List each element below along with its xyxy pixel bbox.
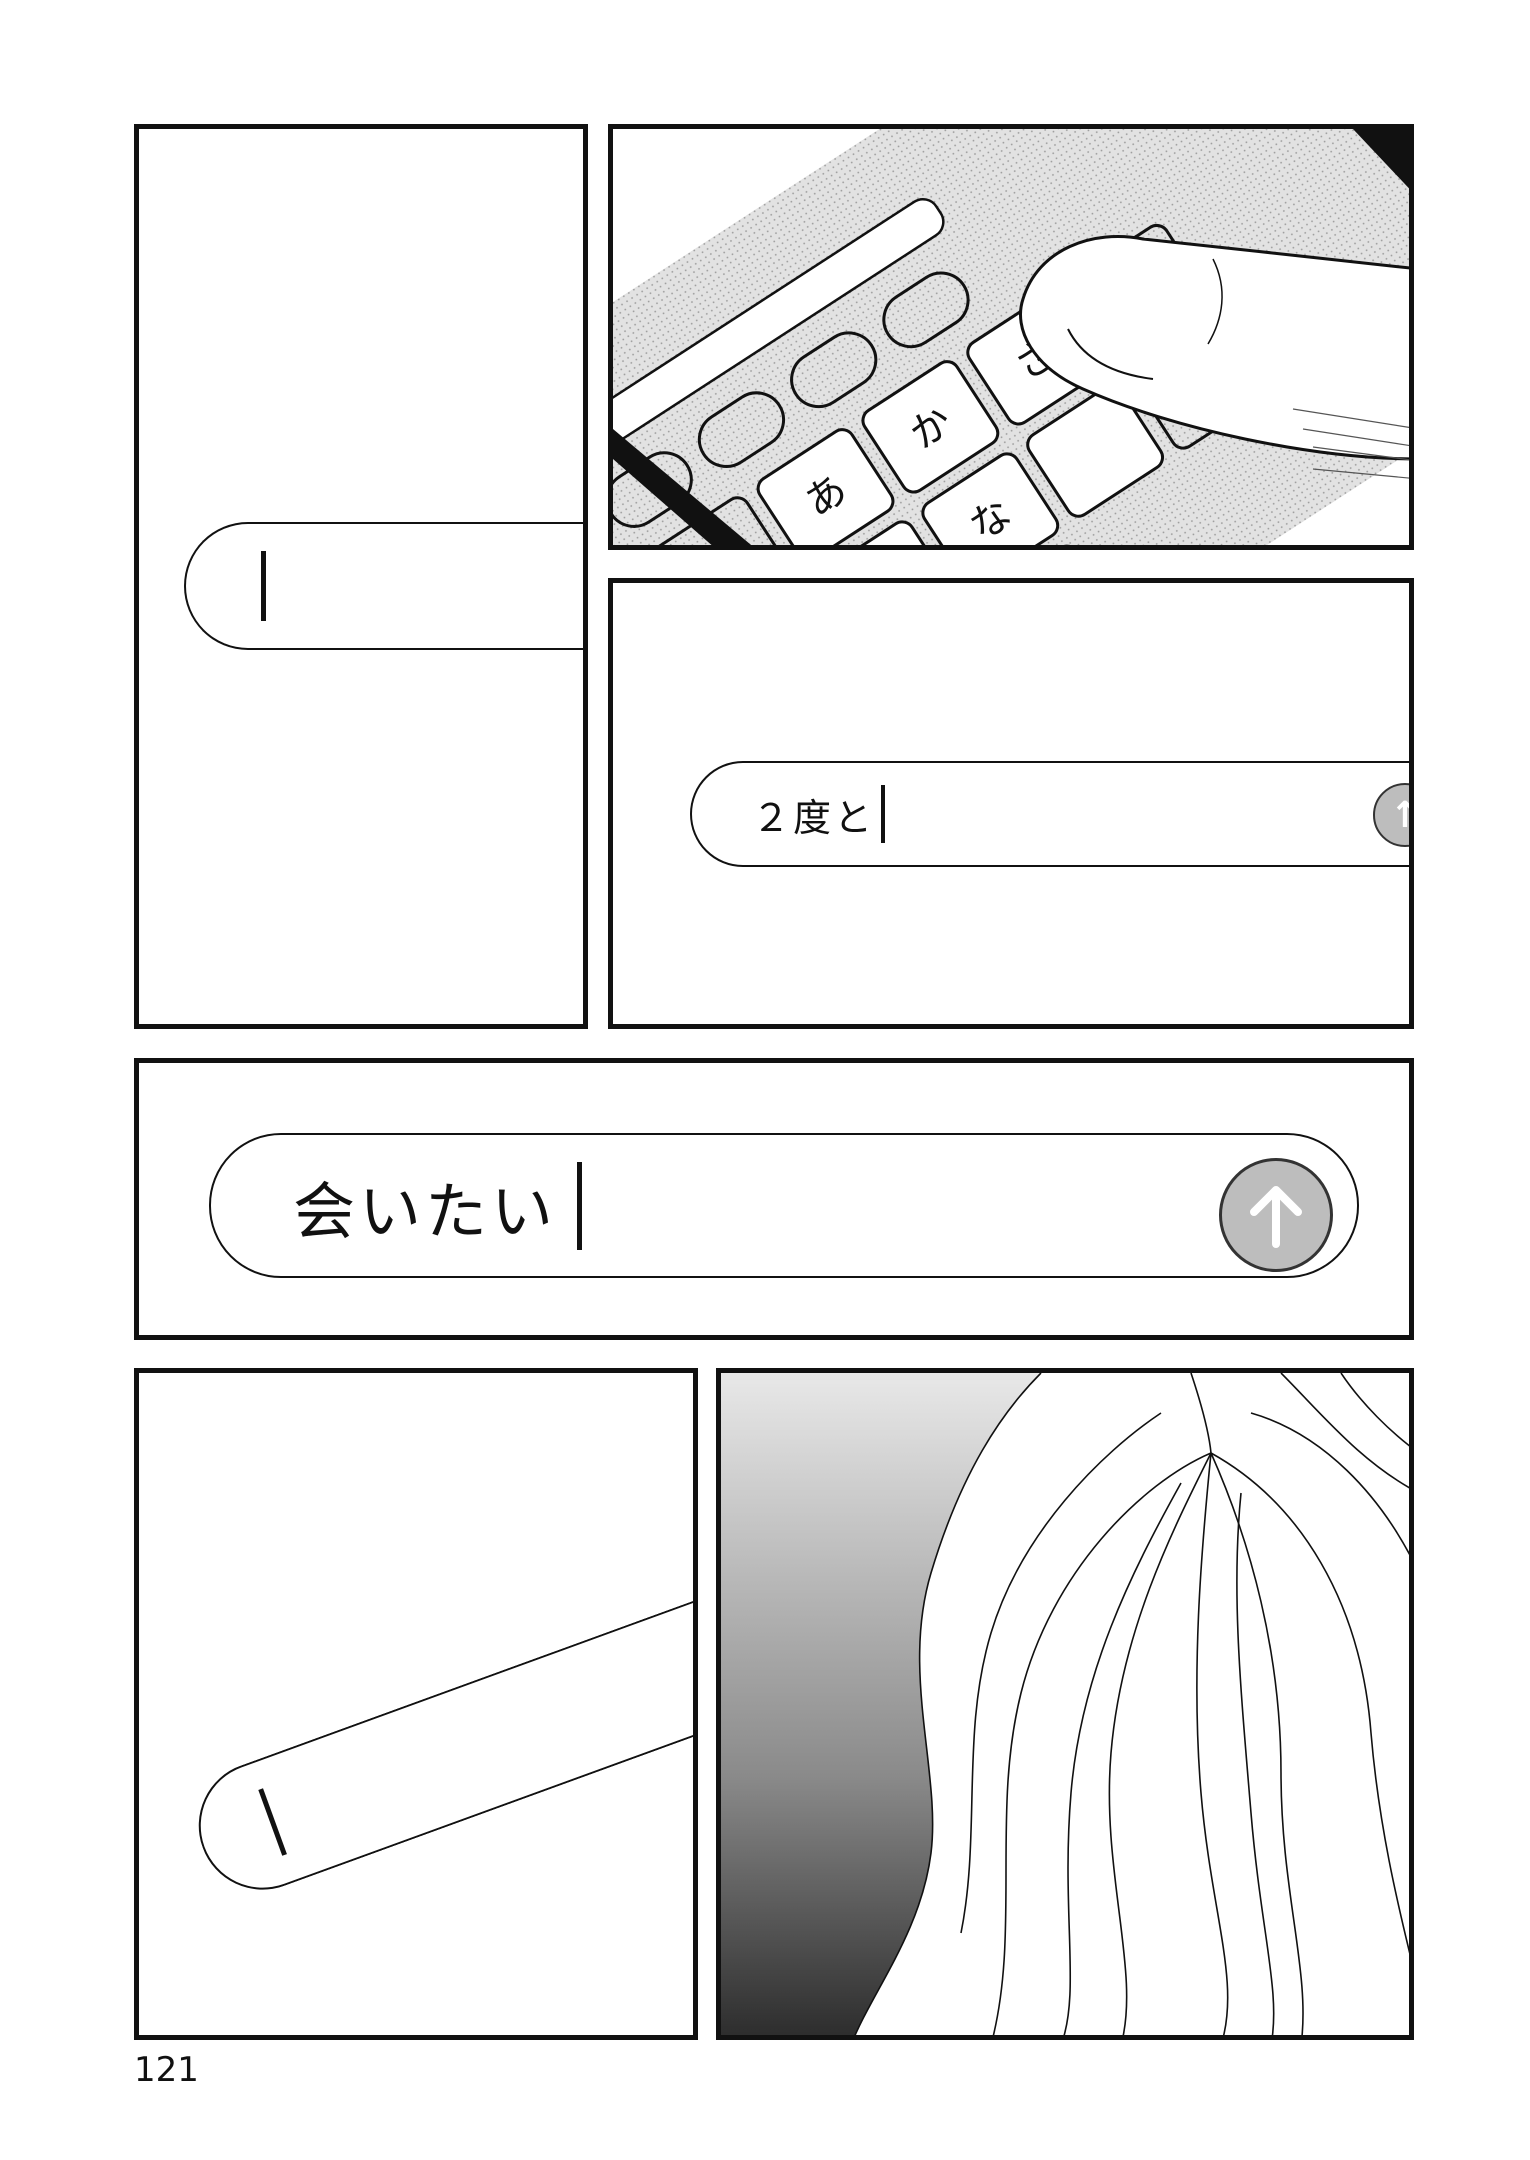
text-cursor	[258, 1788, 287, 1856]
key-oval-3	[790, 331, 878, 409]
key-na	[921, 452, 1060, 545]
message-input-partial[interactable]: ２度と	[690, 761, 1409, 867]
message-input-empty[interactable]	[184, 522, 583, 650]
message-input-tilted[interactable]	[180, 1582, 693, 1908]
panel-empty-input	[134, 124, 588, 1029]
panel-tilted-input	[134, 1368, 698, 2040]
send-button[interactable]	[1219, 1158, 1333, 1272]
text-cursor	[881, 785, 886, 843]
panel-hair	[716, 1368, 1414, 2040]
thumb-illustration	[1019, 235, 1409, 461]
suggestion-bar	[613, 197, 945, 478]
message-input-full[interactable]: 会いたい	[209, 1133, 1359, 1278]
key-oval-4	[882, 271, 970, 349]
text-cursor	[261, 551, 266, 621]
hair-illustration	[721, 1373, 1409, 2035]
arrow-up-icon	[1250, 1186, 1302, 1248]
arrow-up-icon: ↑	[1390, 795, 1409, 836]
key-a	[756, 428, 895, 545]
key-oval-2	[697, 391, 786, 468]
keyboard-illustration: あ か さ た な ま	[613, 129, 1409, 545]
page-number: 121	[134, 2050, 199, 2090]
text-cursor	[577, 1161, 583, 1250]
key-ka	[861, 360, 1000, 494]
input-text-partial: ２度と	[752, 795, 876, 840]
key-ha	[1026, 384, 1165, 518]
phone-edge-left	[613, 429, 752, 545]
input-text-full: 会いたい	[293, 1174, 558, 1248]
panel-partial-input: ２度と ↑	[608, 578, 1414, 1029]
panel-full-input: 会いたい	[134, 1058, 1414, 1340]
panel-keyboard: あ か さ た な ま	[608, 124, 1414, 550]
